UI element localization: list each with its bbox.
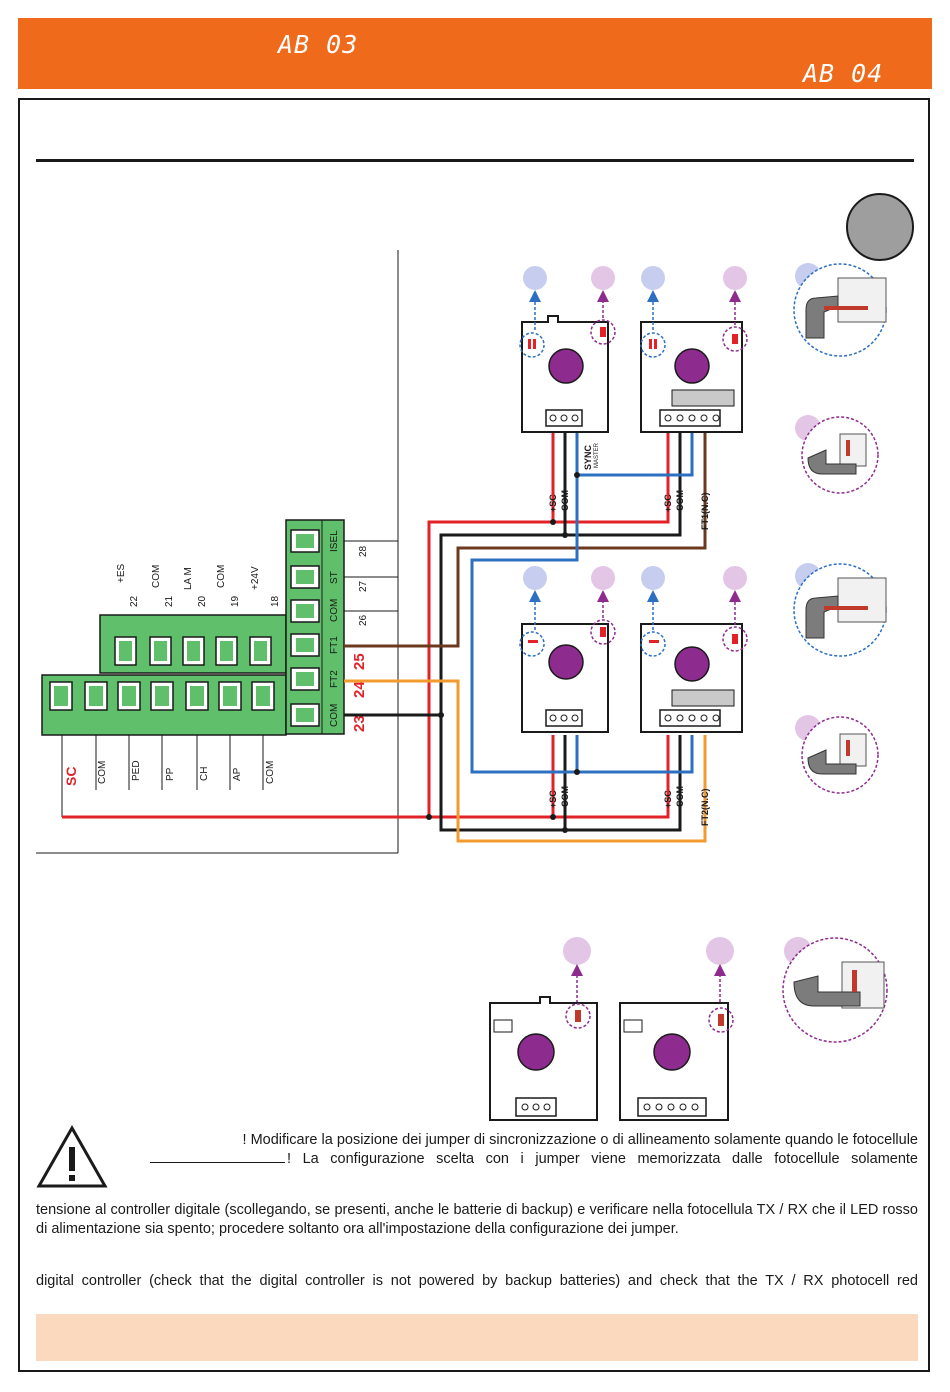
term-num-20: 20 [197, 595, 208, 607]
wire-label-ft2: FT2(N.C) [700, 789, 710, 827]
code-right: AB 04 [803, 59, 884, 88]
photocell-tx-lower [521, 623, 609, 733]
code-left: AB 03 [278, 30, 359, 59]
term-label-ft2: FT2 [329, 670, 340, 688]
paragraph-english: digital controller (check that the digit… [36, 1273, 918, 1289]
note-box [36, 1314, 918, 1361]
wire-label-sc-2: +SC [663, 494, 673, 512]
jumper-detail-align-2 [801, 716, 879, 794]
term-label-ped: PED [131, 760, 142, 781]
wire-label-com-4: -COM [675, 786, 685, 810]
terminal-labels-right: ISEL ST COM FT1 FT2 COM 28 27 26 25 24 2… [329, 530, 369, 732]
warning-line-2: ! La configurazione scelta con i jumper … [150, 1150, 918, 1169]
wire-label-sc-1: +SC [548, 494, 558, 512]
terminal-block-upper [99, 614, 287, 674]
jumper-indicators [519, 319, 748, 657]
wire-label-sync: SYNC [583, 444, 593, 470]
photocell-tx [521, 315, 609, 433]
term-num-22: 22 [129, 595, 140, 607]
wire-labels: +SC -COM SYNC MASTER +SC -COM FT1(N.C) +… [548, 442, 710, 826]
term-label-com-26: COM [329, 599, 340, 622]
term-label-pp: PP [165, 767, 176, 781]
wire-label-ft1: FT1(N.C) [700, 493, 710, 531]
photocell-bottom-rx [619, 1002, 734, 1121]
term-label-sc: SC [63, 767, 79, 786]
title-rule [36, 159, 914, 162]
term-label-ap: AP [232, 767, 243, 781]
term-num-28: 28 [358, 545, 369, 557]
photocell-bottom-tx [489, 996, 598, 1121]
term-num-18: 18 [270, 595, 281, 607]
wire-label-sc-3: +SC [548, 790, 558, 808]
jumper-detail-align-3 [782, 937, 888, 1043]
section-marker-circle [846, 193, 914, 261]
terminal-labels-upper: +ES COM LA M COM +24V 22 21 20 19 18 [116, 563, 281, 607]
term-num-23: 23 [351, 715, 368, 732]
term-num-25: 25 [351, 653, 368, 670]
warning-line-1: ! Modificare la posizione dei jumper di … [242, 1132, 918, 1148]
content-frame [18, 98, 930, 1372]
term-label-lam: LA M [183, 567, 194, 590]
term-label-st: ST [329, 571, 340, 584]
blank-underline [150, 1150, 285, 1163]
terminal-labels-lower: SC COM PED PP CH AP COM [63, 760, 276, 786]
terminal-block-lower [41, 674, 287, 736]
term-label-com-19: COM [216, 565, 227, 588]
term-label-com-b: COM [265, 761, 276, 784]
header-bar [18, 18, 932, 89]
wire-label-com-1: -COM [560, 490, 570, 514]
wire-label-com-3: -COM [560, 786, 570, 810]
photocell-rx [640, 321, 743, 433]
jumper-detail-sync-1 [793, 263, 887, 357]
term-label-com-a: COM [97, 761, 108, 784]
wire-label-sc-4: +SC [663, 790, 673, 808]
photocell-rx-lower [640, 623, 743, 733]
jumper-detail-sync-2 [793, 563, 887, 657]
wire-label-com-2: -COM [675, 490, 685, 514]
jumper-detail-align-1 [801, 416, 879, 494]
term-label-es: +ES [116, 563, 127, 583]
term-label-ch: CH [199, 767, 210, 781]
warning-icon [36, 1125, 108, 1188]
terminal-block-right [285, 519, 345, 735]
wire-label-master: MASTER [594, 442, 600, 468]
term-label-24v: +24V [250, 566, 261, 590]
paragraph-italian: tensione al controller digitale (scolleg… [36, 1202, 918, 1237]
term-num-27: 27 [358, 580, 369, 592]
term-num-19: 19 [230, 595, 241, 607]
term-num-21: 21 [164, 595, 175, 607]
term-label-com-23: COM [329, 704, 340, 727]
term-label-com-21: COM [151, 565, 162, 588]
warning-line-2-text: ! La configurazione scelta con i jumper … [287, 1151, 918, 1167]
term-label-ft1: FT1 [329, 636, 340, 654]
term-num-24: 24 [351, 681, 368, 698]
term-num-26: 26 [358, 614, 369, 626]
term-label-isel: ISEL [329, 530, 340, 552]
